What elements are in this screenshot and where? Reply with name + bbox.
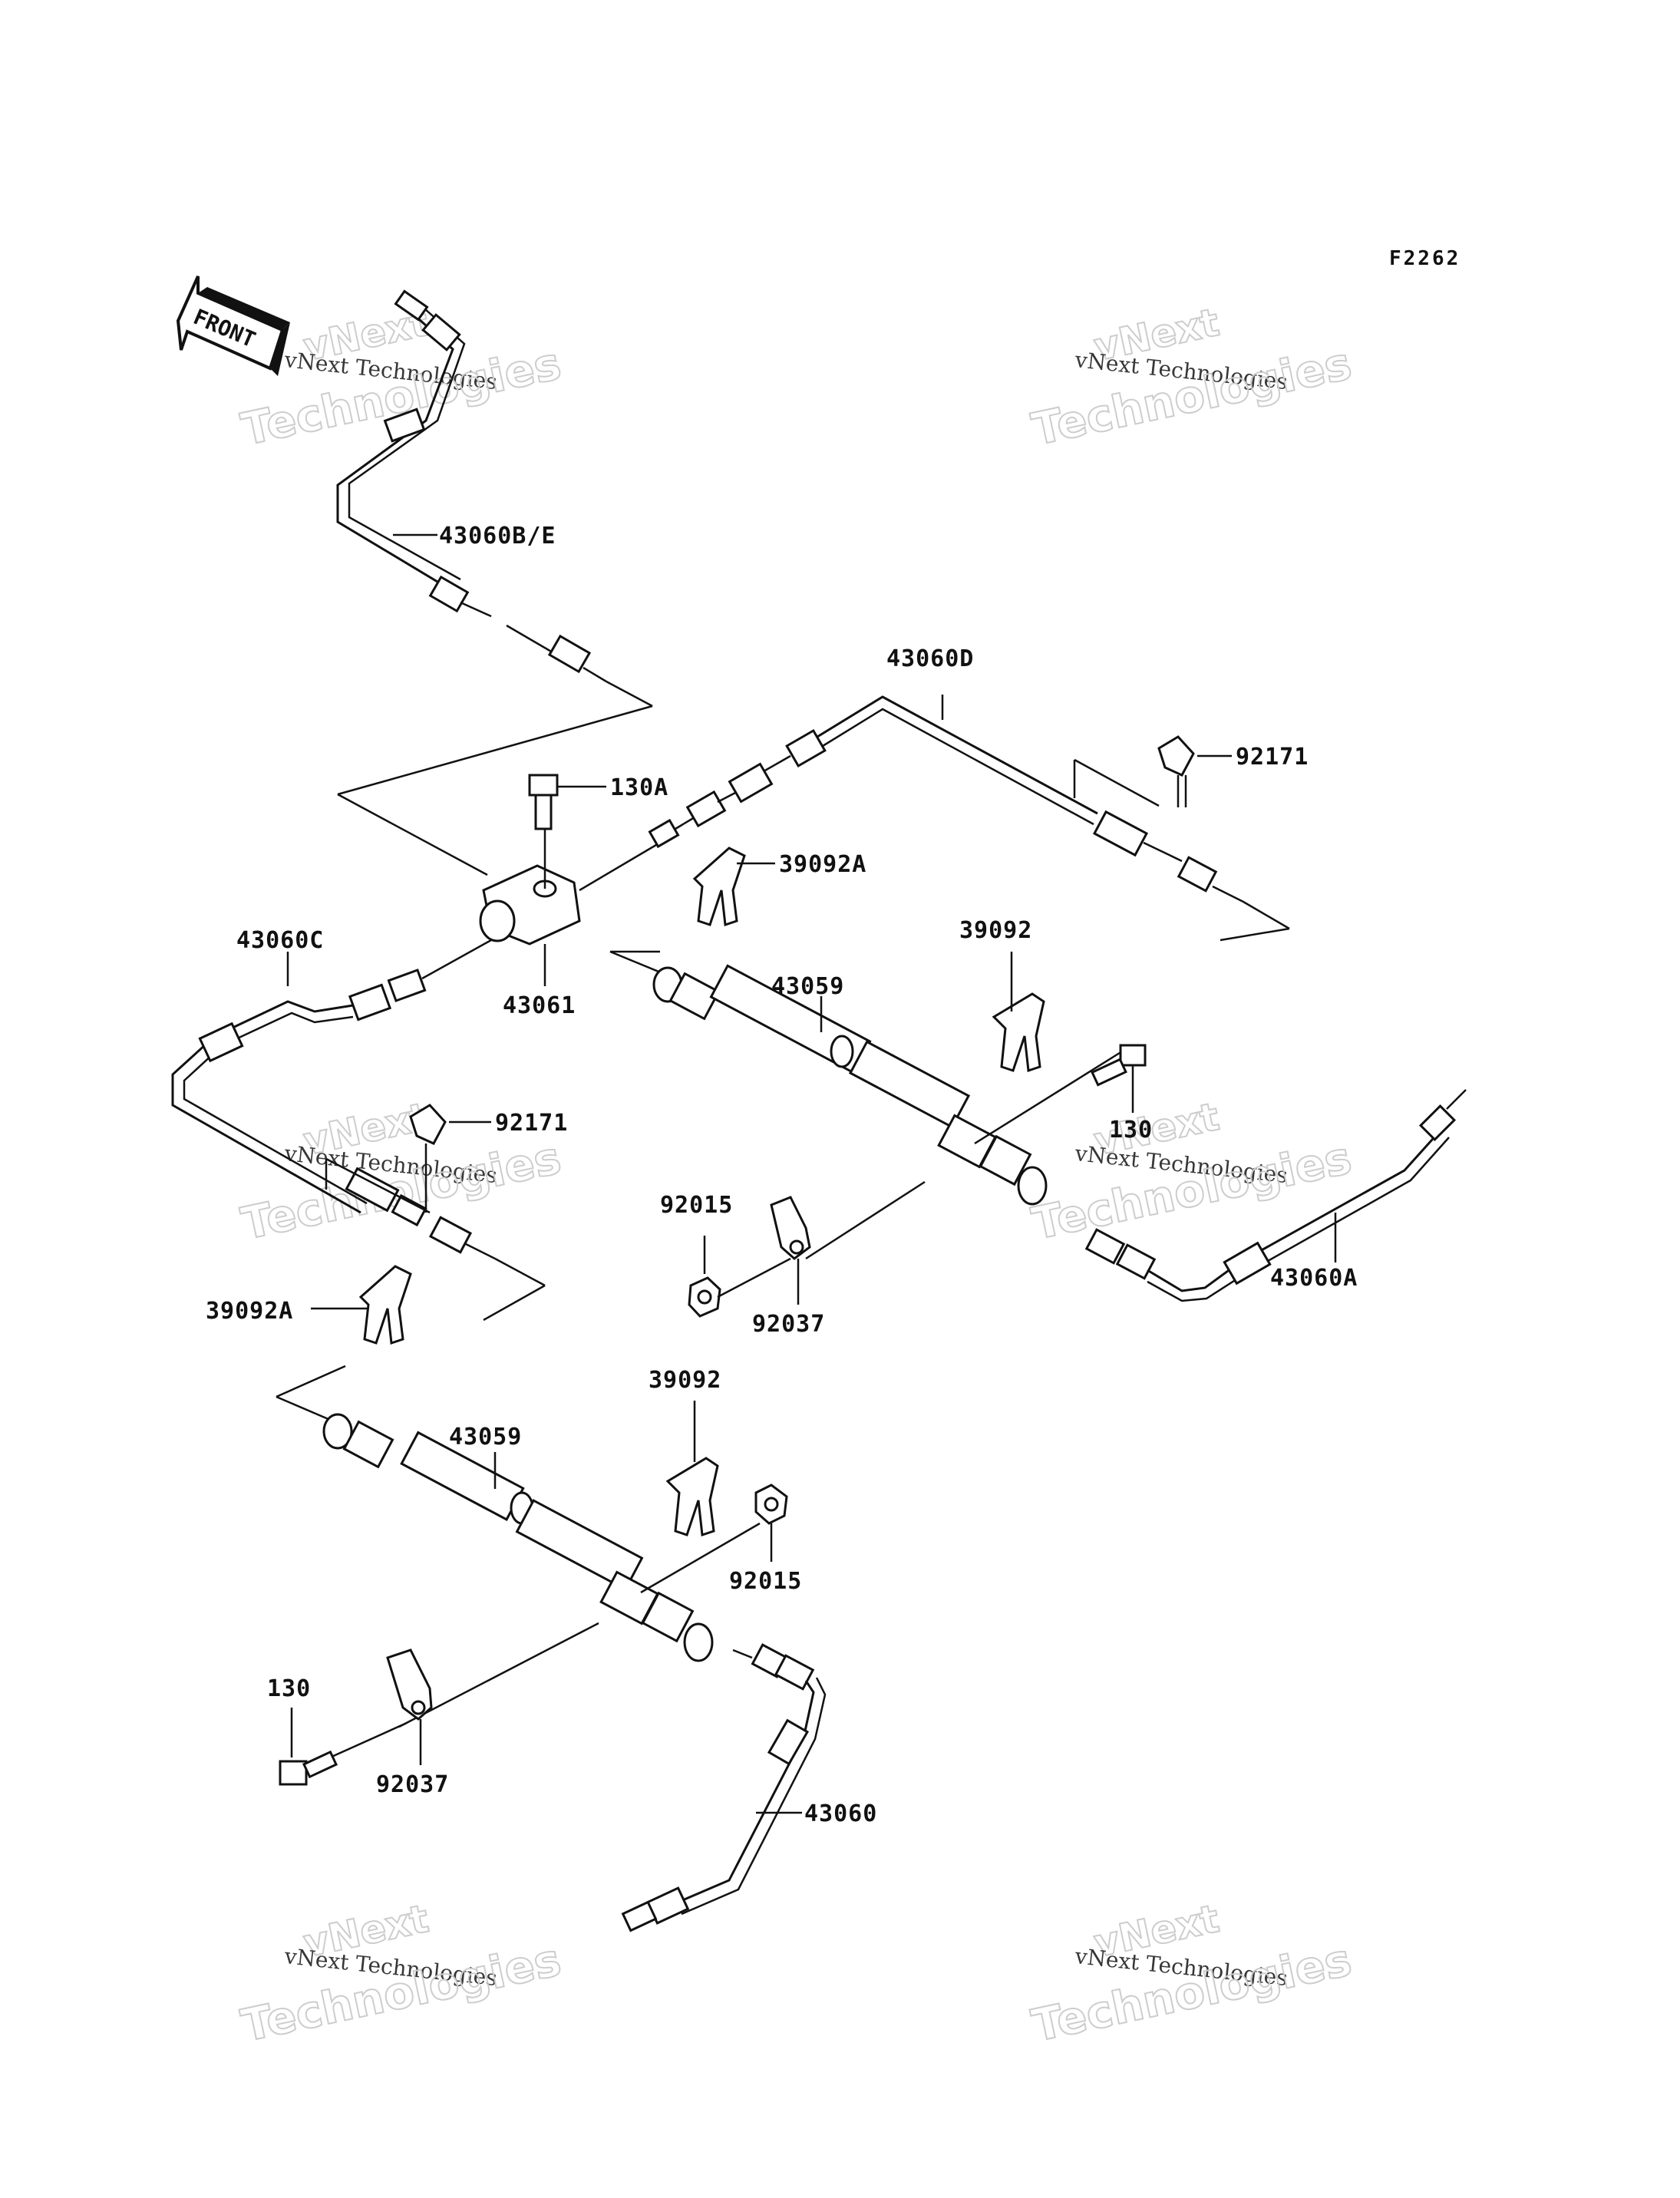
callout-92015-mid: 92015 <box>660 1192 733 1219</box>
watermark-bottom-left: vNext vNext Technologies Technologies <box>236 1896 566 2053</box>
front-arrow-icon: FRONT <box>176 276 290 376</box>
callout-130a: 130A <box>610 774 668 801</box>
junction-block-43061 <box>337 793 661 986</box>
callout-92037-bottom: 92037 <box>376 1771 449 1798</box>
clamp-39092-top <box>992 952 1045 1073</box>
callout-39092a-bottom: 39092A <box>206 1298 293 1325</box>
callout-92171-top: 92171 <box>1236 744 1309 771</box>
brake-pipe-43060be <box>336 289 653 796</box>
clip-92171-mid <box>409 1104 491 1213</box>
bolt-130a <box>528 774 606 830</box>
brake-pipe-43060d <box>648 695 1290 942</box>
callout-92171-mid: 92171 <box>495 1110 568 1137</box>
callout-43059-top: 43059 <box>771 973 844 1000</box>
brake-pipe-43060c <box>171 952 546 1322</box>
callout-39092-top: 39092 <box>959 917 1032 944</box>
callout-92015-bottom: 92015 <box>729 1568 802 1595</box>
watermark-bottom-right: vNext vNext Technologies Technologies <box>1027 1896 1357 2053</box>
callout-39092-bottom: 39092 <box>649 1367 721 1394</box>
callout-43061: 43061 <box>503 992 576 1019</box>
callout-43060c: 43060C <box>236 927 324 954</box>
figure-code: F2262 <box>1389 247 1461 270</box>
clamp-92037-bottom <box>329 1648 433 1765</box>
bolt-130-right <box>1091 1044 1147 1113</box>
clip-92171-top <box>1157 735 1232 807</box>
watermark-mid-right: vNext vNext Technologies Technologies <box>1027 1094 1357 1251</box>
brake-hose-43059-top <box>609 950 1129 1260</box>
watermark-top-right: vNext vNext Technologies Technologies <box>1027 299 1357 457</box>
callout-43060: 43060 <box>804 1800 877 1827</box>
clamp-39092a-bottom <box>311 1265 412 1345</box>
clamp-39092-bottom <box>665 1401 719 1537</box>
brake-pipe-43060 <box>621 1643 827 1932</box>
callout-130-left: 130 <box>267 1675 311 1702</box>
nut-92015-mid <box>688 1236 791 1318</box>
nut-92015-bottom <box>754 1483 788 1562</box>
clamp-92037-mid <box>770 1196 811 1305</box>
clamp-39092a-top <box>692 847 775 927</box>
callout-labels: 43060B/E 43060D 130A 92171 39092A 43060C… <box>206 523 1358 1827</box>
callout-43060a: 43060A <box>1270 1265 1358 1292</box>
callout-92037-mid: 92037 <box>752 1311 825 1338</box>
brake-hose-43059-bottom <box>276 1365 761 1728</box>
callout-43060d: 43060D <box>886 645 974 672</box>
callout-130-right: 130 <box>1109 1117 1153 1144</box>
callout-43059-bottom: 43059 <box>449 1424 522 1450</box>
callout-43060be: 43060B/E <box>439 523 556 550</box>
bolt-130-left <box>279 1708 338 1786</box>
brake-pipe-43060a <box>1084 1089 1467 1302</box>
callout-39092a-top: 39092A <box>779 851 866 878</box>
